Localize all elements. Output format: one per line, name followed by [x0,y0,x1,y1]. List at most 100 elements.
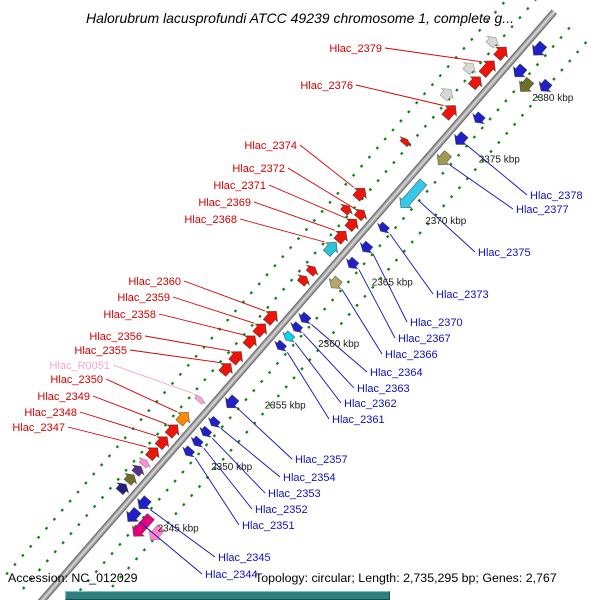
gene-arrow-Hlac_2348[interactable] [154,436,170,451]
label-leader-line [203,447,253,510]
h-scrollbar-track[interactable] [0,590,600,600]
gene-arrow[interactable] [399,136,412,148]
gene-arrow-Hlac_2363[interactable] [289,321,304,334]
gene-label-Hlac_2375[interactable]: Hlac_2375 [478,247,531,259]
label-leader-line [466,145,528,196]
gene-arrow-Hlac_2345[interactable] [137,495,152,510]
gene-arrow[interactable] [305,264,319,277]
gene-arrow[interactable] [138,457,151,469]
gene-arrow-Hlac_2355[interactable] [218,363,233,377]
gene-arrow-Hlac_2375[interactable] [399,178,428,209]
gene-label-Hlac_2376[interactable]: Hlac_2376 [300,80,353,92]
gene-label-Hlac_2353[interactable]: Hlac_2353 [268,488,321,500]
gene-arrow-Hlac_2369[interactable] [333,230,348,245]
gene-arrow[interactable] [462,62,477,76]
gene-label-Hlac_2358[interactable]: Hlac_2358 [103,309,156,321]
gene-label-Hlac_2361[interactable]: Hlac_2361 [332,414,385,426]
gene-label-Hlac_2359[interactable]: Hlac_2359 [117,292,170,304]
gene-arrow-Hlac_2362[interactable] [282,330,296,343]
gene-arrow-Hlac_2356[interactable] [228,351,243,366]
gene-arrow[interactable] [131,464,145,477]
gene-label-Hlac_2377[interactable]: Hlac_2377 [516,204,569,216]
gene-arrow[interactable] [493,46,508,62]
gene-label-Hlac_2367[interactable]: Hlac_2367 [398,333,451,345]
gene-arrow[interactable] [472,111,486,125]
gene-arrow-Hlac_2373[interactable] [377,221,390,234]
gene-label-Hlac_2354[interactable]: Hlac_2354 [283,472,336,484]
gene-arrow-Hlac_2370[interactable] [359,240,374,254]
gene-arrow-Hlac_2372[interactable] [353,208,368,222]
gene-arrow-Hlac_2374[interactable] [352,187,367,202]
gene-label-Hlac_2355[interactable]: Hlac_2355 [74,345,127,357]
gene-arrow-Hlac_R0051[interactable] [193,393,206,405]
gene-arrow[interactable] [115,482,130,496]
gene-label-Hlac_2379[interactable]: Hlac_2379 [329,43,382,55]
gene-arrow-Hlac_2379[interactable] [478,60,496,78]
gene-arrow-Hlac_2377[interactable] [436,150,452,166]
gene-arrow-Hlac_2366[interactable] [328,275,343,289]
gene-label-Hlac_2360[interactable]: Hlac_2360 [128,276,181,288]
gene-arrow[interactable] [467,76,483,91]
gene-label-Hlac_2352[interactable]: Hlac_2352 [255,504,308,516]
gene-arrow[interactable] [519,76,535,92]
gene-arrow-Hlac_2367[interactable] [345,256,360,270]
gene-label-Hlac_R0051[interactable]: Hlac_R0051 [49,360,110,372]
gene-label-Hlac_2344[interactable]: Hlac_2344 [205,569,258,581]
gene-label-Hlac_2373[interactable]: Hlac_2373 [436,289,489,301]
label-leader-line [358,269,396,339]
h-scrollbar-thumb[interactable] [65,591,390,600]
gene-label-Hlac_2345[interactable]: Hlac_2345 [218,552,271,564]
gene-arrow[interactable] [296,274,311,287]
gene-label-Hlac_2363[interactable]: Hlac_2363 [357,383,410,395]
ruler-tick-label: 2345 kbp [158,524,200,535]
gene-label-Hlac_2351[interactable]: Hlac_2351 [242,520,295,532]
gene-arrow-Hlac_2364[interactable] [298,311,312,325]
gene-label-Hlac_2369[interactable]: Hlac_2369 [198,197,251,209]
label-leader-line [237,408,293,460]
gene-label-Hlac_2349[interactable]: Hlac_2349 [37,391,90,403]
gene-arrow[interactable] [532,40,548,56]
gene-arrow-Hlac_2354[interactable] [208,415,222,429]
gene-label-Hlac_2366[interactable]: Hlac_2366 [385,349,438,361]
gene-arrow[interactable] [123,473,138,486]
label-leader-line [384,47,482,63]
gene-arrow-Hlac_2350[interactable] [175,412,190,427]
gene-arrow-Hlac_2353[interactable] [199,425,213,438]
gene-label-Hlac_2356[interactable]: Hlac_2356 [89,331,142,343]
gene-label-Hlac_2374[interactable]: Hlac_2374 [244,140,297,152]
gene-arrow-Hlac_2359[interactable] [252,323,268,338]
gene-arrow-Hlac_2357[interactable] [225,394,240,409]
label-leader-line [211,437,266,494]
gene-arrow[interactable] [439,88,454,102]
gene-arrow-Hlac_2368[interactable] [322,242,338,257]
gene-arrow-Hlac_2351[interactable] [182,445,196,458]
gene-arrow-Hlac_2371[interactable] [344,218,359,233]
label-leader-line [158,313,245,336]
gene-label-Hlac_2368[interactable]: Hlac_2368 [184,214,237,226]
gene-label-Hlac_2357[interactable]: Hlac_2357 [295,454,348,466]
gene-arrow-Hlac_2349[interactable] [164,424,180,439]
gene-label-Hlac_2362[interactable]: Hlac_2362 [344,398,397,410]
gene-label-Hlac_2350[interactable]: Hlac_2350 [50,374,103,386]
gene-arrow-Hlac_2361[interactable] [274,339,288,352]
gene-label-Hlac_2347[interactable]: Hlac_2347 [12,422,65,434]
gene-label-Hlac_2371[interactable]: Hlac_2371 [213,180,266,192]
gene-label-Hlac_2370[interactable]: Hlac_2370 [410,317,463,329]
gene-arrow-Hlac_2352[interactable] [190,435,204,448]
gene-arrow[interactable] [485,35,500,49]
gene-label-Hlac_2364[interactable]: Hlac_2364 [370,367,423,379]
gene-arrow-Hlac_2378[interactable] [454,131,469,145]
gene-arrow[interactable] [512,63,528,78]
gene-label-Hlac_2378[interactable]: Hlac_2378 [530,190,583,202]
gene-arrow-Hlac_2376[interactable] [441,105,457,121]
gene-arrow[interactable] [538,78,553,93]
label-leader-line [372,253,408,323]
gene-arrow[interactable] [339,203,353,216]
gene-arrow-Hlac_2358[interactable] [242,335,257,350]
gene-arrow-Hlac_2344[interactable] [126,506,142,522]
gene-arrow-Hlac_2360[interactable] [262,310,278,326]
gene-label-Hlac_2372[interactable]: Hlac_2372 [232,163,285,175]
gene-label-Hlac_2348[interactable]: Hlac_2348 [24,407,77,419]
gene-arrow-Hlac_2347[interactable] [145,447,160,462]
